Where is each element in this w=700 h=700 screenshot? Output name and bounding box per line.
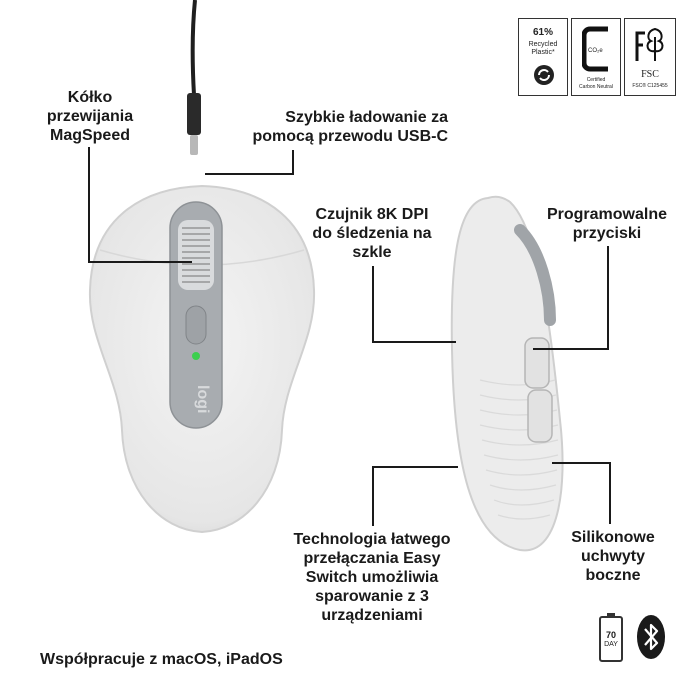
easyswitch-callout-vertical (372, 466, 374, 526)
carbon-line2: Carbon Neutral (579, 84, 613, 90)
recycled-plastic-badge: 61% Recycled Plastic* (518, 18, 568, 96)
programmable-buttons-label: Programowalne przyciski (546, 206, 668, 242)
recycled-line2: Plastic* (531, 49, 555, 56)
buttons-callout-horizontal (533, 348, 609, 350)
battery-unit: DAY (604, 641, 618, 648)
recycled-line1: Recycled (528, 41, 558, 48)
fsc-code: FSC® C125455 (632, 83, 668, 89)
grips-callout-vertical (609, 462, 611, 524)
scroll-wheel-label: Kółko przewijania MagSpeed (46, 89, 134, 144)
fsc-badge: FSC FSC® C125455 (624, 18, 676, 96)
easy-switch-label: Technologia łatwego przełączania Easy Sw… (293, 531, 451, 624)
recycled-percent: 61% (532, 27, 553, 38)
sensor-callout-horizontal (372, 341, 456, 343)
scroll-callout-vertical (88, 147, 90, 263)
buttons-callout-vertical (607, 246, 609, 350)
scroll-callout-horizontal (88, 261, 192, 263)
bluetooth-icon (637, 615, 665, 659)
battery-days: 70 (605, 630, 616, 640)
mouse-side-view (450, 195, 564, 552)
compatibility-text: Współpracuje z macOS, iPadOS (40, 651, 283, 668)
charging-callout-horizontal (205, 173, 294, 175)
easyswitch-callout-horizontal (372, 466, 458, 468)
recycle-icon (534, 65, 554, 85)
carbon-line1: Certified (586, 77, 606, 83)
grips-callout-horizontal (552, 462, 611, 464)
carbon-c-icon (582, 26, 608, 72)
mouse-top-view: logi (88, 184, 316, 534)
carbon-neutral-badge: CO₂e Certified Carbon Neutral (571, 18, 621, 96)
svg-text:logi: logi (194, 385, 211, 413)
sensor-callout-vertical (372, 266, 374, 343)
battery-70-day-icon: 70 DAY (598, 612, 624, 662)
charging-label: Szybkie ładowanie za pomocą przewodu USB… (252, 109, 448, 145)
charging-callout-vertical (292, 150, 294, 175)
fsc-name: FSC (641, 69, 659, 80)
sensor-label: Czujnik 8K DPI do śledzenia na szkle (312, 206, 432, 261)
silicone-grips-label: Silikonowe uchwyty boczne (571, 529, 655, 584)
co2e-text: CO₂e (588, 48, 603, 54)
fsc-tree-icon (635, 27, 664, 61)
